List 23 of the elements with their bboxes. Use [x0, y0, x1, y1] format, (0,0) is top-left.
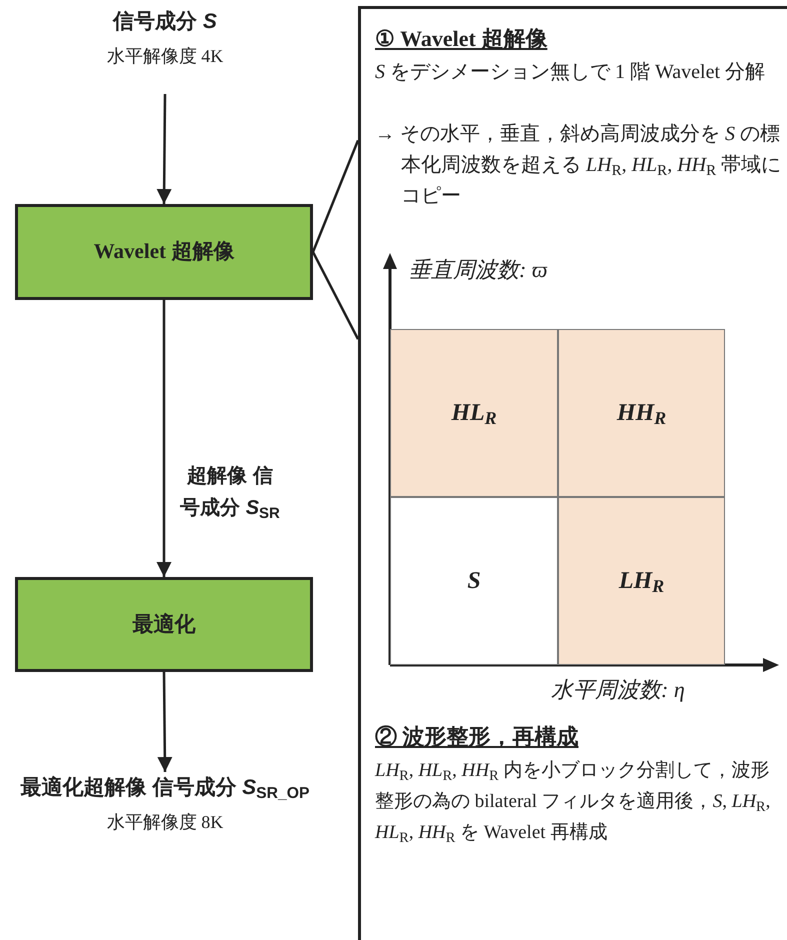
connector-line [312, 140, 360, 252]
axis-label: 水平周波数: η [551, 676, 685, 704]
signal-title: 最適化超解像 信号成分 S$_{SR_OP}$ [20, 774, 310, 804]
arrow [156, 94, 172, 204]
frequency-band-cell: HL$_{R}$ [390, 329, 558, 497]
resolution-text: 水平解像度 8K [106, 811, 224, 834]
process-box: Wavelet 超解像 [15, 204, 313, 300]
arrow [156, 300, 172, 577]
frequency-band-cell: HH$_{R}$ [558, 329, 725, 497]
axis-label: 垂直周波数: ϖ [409, 256, 548, 284]
connector-line [312, 251, 360, 340]
section-heading: ② 波形整形，再構成 [375, 723, 578, 751]
resolution-text: 水平解像度 4K [106, 45, 224, 68]
signal-title: 信号成分 S [113, 9, 217, 35]
description-text: → その水平，垂直，斜め高周波成分を S の標本化周波数を超える LH$_{R}$, HL$_{R}$, HH$_{R}$ 帯域にコピー [375, 122, 782, 209]
description-text: LH$_{R}$, HL$_{R}$, HH$_{R}$ 内を小ブロック分割して，波形整形の為の bilateral フィルタを適用後，S, LH$_{R}$, HL$_{R}$, HH$_{R}$ を Wavelet 再構成 [375, 759, 772, 848]
frequency-band-cell: LH$_{R}$ [558, 497, 725, 665]
arrow [157, 672, 172, 772]
section-heading: ① Wavelet 超解像 [375, 25, 548, 53]
frequency-band-cell: S [390, 497, 558, 665]
callout-panel [358, 6, 787, 940]
description-text: S をデシメーション無しで 1 階 Wavelet 分解 [375, 60, 766, 85]
process-box: 最適化 [15, 577, 313, 672]
